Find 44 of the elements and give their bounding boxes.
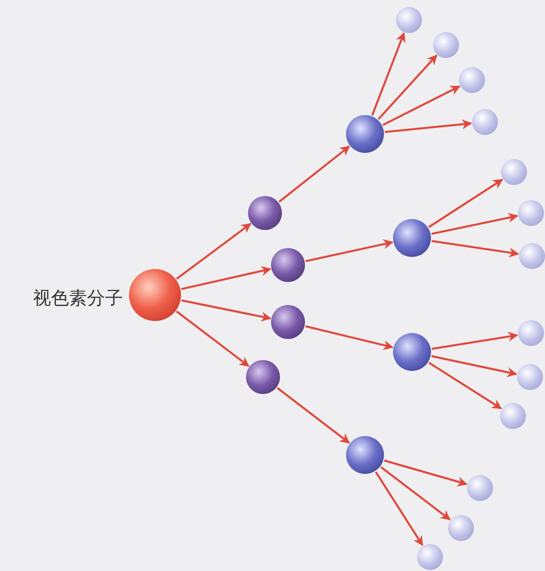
arrow (431, 355, 518, 378)
arrow (378, 54, 438, 120)
arrow (371, 32, 406, 116)
sphere-node (246, 360, 280, 394)
arrow (431, 212, 518, 235)
sphere-node (271, 305, 305, 339)
sphere-node (433, 32, 459, 58)
arrow (432, 240, 520, 258)
arrow (432, 332, 518, 350)
sphere-node (467, 475, 493, 501)
arrow (305, 325, 394, 350)
sphere-node (448, 515, 474, 541)
sphere-node (500, 403, 526, 429)
arrow (276, 387, 350, 444)
arrow (428, 178, 504, 228)
sphere-node (417, 544, 443, 570)
arrow (384, 119, 472, 133)
sphere-node (519, 243, 545, 269)
sphere-node (129, 269, 181, 321)
sphere-node (472, 109, 498, 135)
sphere-node (396, 7, 422, 33)
arrow (305, 239, 394, 262)
arrow (181, 299, 272, 322)
arrow (176, 310, 250, 367)
sphere-node (393, 219, 431, 257)
sphere-node (518, 320, 544, 346)
arrow (181, 266, 272, 290)
sphere-node (248, 196, 282, 230)
arrow (428, 362, 502, 410)
node-caption: 视色素分子 (33, 287, 123, 310)
sphere-node (271, 248, 305, 282)
arrow (384, 460, 468, 486)
arrow (380, 466, 451, 520)
arrow (278, 146, 350, 203)
arrow (374, 471, 424, 546)
sphere-node (346, 436, 384, 474)
sphere-node (518, 200, 544, 226)
sphere-node (459, 67, 485, 93)
arrow (176, 222, 252, 280)
sphere-node (517, 364, 543, 390)
arrow (382, 85, 460, 126)
sphere-node (501, 159, 527, 185)
sphere-node (393, 333, 431, 371)
sphere-node (346, 115, 384, 153)
